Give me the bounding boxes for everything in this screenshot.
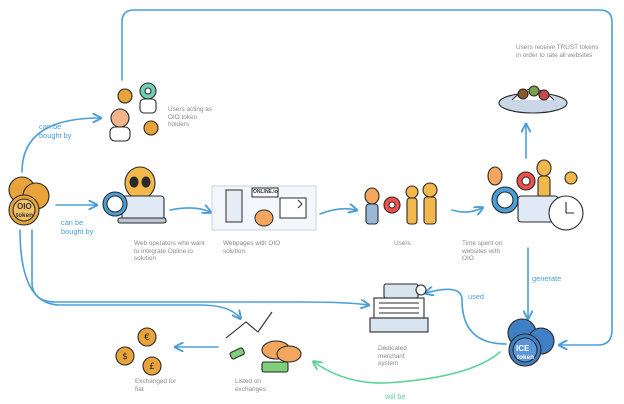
exchanges-icon <box>225 311 302 373</box>
label-web-operators: Web operators who want to integrate Onli… <box>134 240 205 263</box>
label-exchanges: Listed on exchanges <box>235 378 266 393</box>
webpage-sign: ONLINE.io <box>253 189 278 195</box>
webpages-scene-icon <box>211 185 317 231</box>
arrow-users-to-time <box>451 208 482 212</box>
users-group-icon <box>364 182 438 225</box>
label-token-holders: Users acting as OIO token holders <box>168 106 213 129</box>
arrow-operators-to-webpages <box>169 208 210 212</box>
arrow-used <box>426 289 507 345</box>
label-users: Users <box>394 240 411 247</box>
arrow-will-be <box>314 351 501 384</box>
merchant-register-icon <box>369 283 429 333</box>
trust-ufo-icon <box>498 85 568 114</box>
fiat-coins-icon: € $ £ <box>115 327 162 376</box>
label-merchant: Dedicated merchant system <box>378 345 407 368</box>
edge-label-generate: generate <box>532 274 562 283</box>
edge-label-bought-by-upper: can be bought by <box>39 122 72 140</box>
time-spent-group-icon <box>487 159 584 231</box>
arrow-coins-to-merchant <box>31 229 368 305</box>
label-fiat: Exchanged for fiat <box>135 378 177 393</box>
token-holders-icon <box>109 82 159 142</box>
web-operator-icon <box>102 166 167 224</box>
edge-label-used: used <box>468 292 485 301</box>
oio-coin-sublabel: token <box>16 212 34 219</box>
oio-coin-stack-icon <box>8 176 50 226</box>
label-trust-tokens: Users receive TRUST tokens in order to r… <box>516 44 599 59</box>
ice-coin-label: ICE <box>516 344 530 353</box>
arrow-webpages-to-users <box>319 209 356 215</box>
arrow-coins-to-exchanges <box>19 229 240 318</box>
arrow-loop-to-ice <box>121 9 613 345</box>
arrow-bought-by-upper <box>21 118 100 173</box>
edge-label-will-be: will be <box>385 392 406 401</box>
svg-text:£: £ <box>149 362 155 372</box>
edge-label-bought-by-lower: can be bought by <box>61 218 94 236</box>
ice-coin-sublabel: token <box>517 354 535 361</box>
label-webpages: Webpages with OIO solution <box>223 240 281 255</box>
svg-text:€: € <box>144 333 150 343</box>
oio-coin-label: OIO <box>17 202 32 211</box>
svg-text:$: $ <box>122 352 128 362</box>
flow-arrows <box>19 9 613 384</box>
label-time-spent: Time spent on websites with OIO <box>462 240 503 263</box>
ice-coin-stack-icon <box>507 318 555 367</box>
